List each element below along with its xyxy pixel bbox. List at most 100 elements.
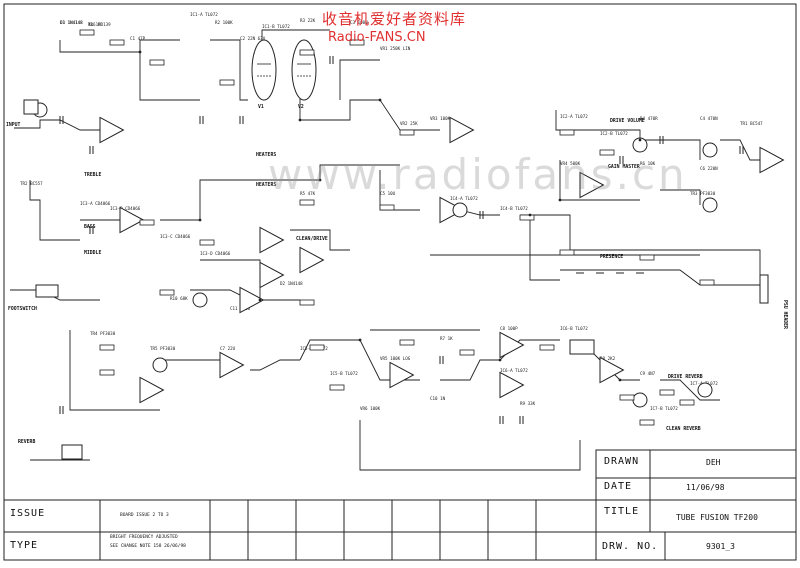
resistor-symbol: [399, 129, 415, 136]
opamp-symbol: [579, 171, 605, 199]
resistor-symbol: [99, 369, 115, 376]
transistor-symbol: [192, 292, 208, 308]
resistor-symbol: [309, 344, 325, 351]
part-label: R10 68K: [170, 296, 188, 301]
section-label-psu-header: PSU HEADER: [782, 300, 788, 329]
wire: [299, 339, 360, 361]
resistor-symbol: [139, 219, 155, 226]
part-label: R7 1K: [440, 336, 453, 341]
part-label: IC3-D CD4066: [200, 251, 231, 256]
drawing-number-label: DRW. NO.: [602, 541, 659, 552]
section-label-reverb: REVERB: [18, 439, 35, 445]
junction-dot: [358, 338, 362, 342]
date-value: 11/06/98: [686, 483, 725, 492]
part-label: D2 1N4148: [280, 281, 303, 286]
resistor-symbol: [599, 149, 615, 156]
section-label-gain-master: GAIN MASTER: [608, 164, 640, 170]
transistor-symbol: [152, 357, 168, 373]
part-label: R6 10K: [640, 161, 656, 166]
tube-symbol: [291, 39, 317, 101]
type-note-1: BRIGHT FREQUENCY ADJUSTED: [110, 535, 178, 540]
section-label-footswitch: FOOTSWITCH: [8, 306, 37, 312]
part-label: IC3-C CD4066: [160, 234, 191, 239]
junction-dot: [258, 298, 262, 302]
wire: [560, 269, 760, 286]
opamp-symbol: [599, 356, 625, 384]
wiring-layer: [10, 29, 761, 471]
part-label: IC5-B TL072: [330, 371, 358, 376]
resistor-symbol: [149, 59, 165, 66]
part-label: R9 33K: [520, 401, 536, 406]
resistor-symbol: [199, 239, 215, 246]
part-label: C10 1N: [430, 396, 446, 401]
part-label: D1 1N4148: [60, 20, 83, 25]
part-label: TR2 BC557: [20, 181, 43, 186]
opamp-symbol: [299, 246, 325, 274]
resistor-symbol: [299, 299, 315, 306]
title-block-grid: [3, 449, 797, 561]
part-label: C6 220N: [700, 166, 718, 171]
part-label: D3 1N4148: [60, 20, 83, 25]
wire: [660, 379, 720, 401]
part-label: C2 22N 63V: [240, 36, 266, 41]
opamp-symbol: [499, 371, 525, 399]
part-label: VR4 500K: [560, 161, 581, 166]
opamp-symbol: [219, 351, 245, 379]
part-label: C8 100P: [500, 326, 518, 331]
section-label-heaters-1: HEATERS: [256, 152, 276, 158]
part-label: TR5 PF3030: [150, 346, 176, 351]
watermark-center: www.radiofans.cn: [268, 150, 688, 199]
opamp-symbol: [259, 226, 285, 254]
part-label: TR4 PF3030: [90, 331, 116, 336]
part-label: IC2-A TL072: [560, 114, 588, 119]
resistor-symbol: [79, 29, 95, 36]
issue-label: ISSUE: [10, 508, 46, 519]
section-label-presence: PRESENCE: [600, 254, 623, 260]
junction-dot: [618, 378, 622, 382]
wire: [160, 179, 250, 221]
part-label: IC3-A CD4066: [80, 201, 111, 206]
tube-symbol: [251, 39, 277, 101]
wire: [69, 330, 160, 411]
watermark-chinese: 收音机爱好者资料库: [322, 10, 467, 28]
wire: [29, 180, 80, 241]
wire: [555, 110, 641, 140]
section-label-input: INPUT: [6, 122, 21, 128]
junction-dot: [378, 98, 382, 102]
part-label: TR6 BD139: [88, 22, 111, 27]
components-layer: [23, 29, 785, 460]
resistor-symbol: [659, 389, 675, 396]
resistor-symbol: [539, 344, 555, 351]
junction-dot: [298, 118, 302, 122]
junction-dot: [558, 198, 562, 202]
section-labels-layer: INPUTFOOTSWITCHREVERBHEATERSHEATERSDRIVE…: [6, 104, 788, 445]
opamp-symbol: [389, 361, 415, 389]
resistor-symbol: [159, 289, 175, 296]
transistor-symbol: [697, 382, 713, 398]
opamp-symbol: [239, 286, 265, 314]
section-label-treble: TREBLE: [84, 172, 101, 178]
part-label: C7 22U: [220, 346, 236, 351]
drawn-label: DRAWN: [604, 456, 640, 467]
part-label: R8 2K2: [600, 356, 616, 361]
resistor-symbol: [699, 279, 715, 286]
part-label: VR5 100K LOG: [380, 356, 411, 361]
resistor-symbol: [329, 384, 345, 391]
part-label: TR3 PF3030: [690, 191, 716, 196]
junction-dot: [638, 138, 642, 142]
part-label: VR3 100K: [430, 116, 451, 121]
drawn-value: DEH: [706, 458, 721, 467]
part-label: C1 47P: [130, 36, 146, 41]
section-label-drive-reverb: DRIVE REVERB: [668, 374, 703, 380]
title-value: TUBE FUSION TF200: [676, 513, 758, 522]
part-label: C9 4N7: [640, 371, 656, 376]
junction-dot: [498, 358, 502, 362]
part-label: IC3-B CD4066: [110, 206, 141, 211]
wire: [200, 164, 400, 181]
opamp-symbol: [759, 146, 785, 174]
part-label: IC6-A TL072: [500, 368, 528, 373]
type-note-2: SEE CHANGE NOTE 158 26/06/98: [110, 544, 186, 549]
transistor-symbol: [452, 202, 468, 218]
resistor-symbol: [559, 129, 575, 136]
